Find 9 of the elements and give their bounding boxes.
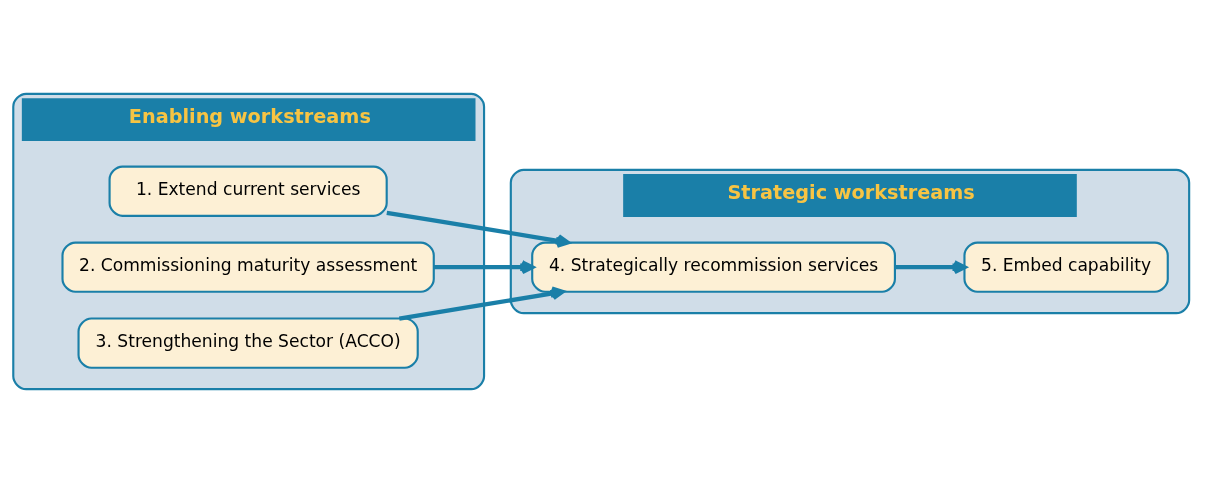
node-box: 5. Embed capability	[962, 241, 1169, 293]
arrow	[894, 260, 966, 275]
arrow	[398, 286, 565, 321]
node-box: 2. Commissioning maturity assessment	[60, 241, 435, 293]
node-box: 4. Strategically recommission services	[530, 241, 896, 293]
arrow	[433, 260, 534, 275]
node-box: 1. Extend current services	[108, 165, 388, 217]
arrow	[385, 210, 570, 248]
node-box: 3. Strengthening the Sector (ACCO)	[77, 317, 419, 369]
